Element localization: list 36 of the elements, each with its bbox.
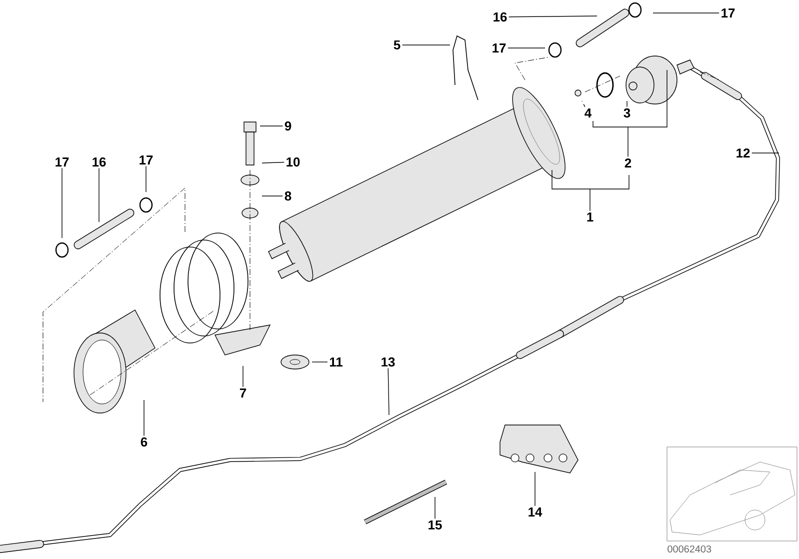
callout-number: 4 [584, 108, 592, 118]
callout-number: 6 [140, 437, 148, 447]
callout-number: 17 [722, 8, 735, 18]
callout-number: 1 [587, 212, 594, 222]
callout-number: 3 [624, 108, 630, 118]
callout-number: 5 [394, 40, 400, 50]
leader-line [652, 12, 720, 14]
callout-number: 17 [492, 44, 506, 52]
leader-line [582, 100, 586, 108]
leader-line [552, 170, 630, 212]
leader-line [592, 70, 668, 158]
callout-number: 14 [528, 508, 542, 516]
callout-number: 8 [284, 191, 292, 201]
callout-number: 12 [736, 148, 750, 158]
drawing-number: 00062403 [668, 545, 712, 552]
leader-line [402, 44, 450, 46]
callout-number: 9 [284, 121, 292, 131]
leader-line [98, 168, 100, 222]
leader-line [434, 496, 436, 520]
callout-number: 17 [140, 156, 153, 164]
callout-number: 2 [624, 158, 632, 168]
leader-line [626, 100, 628, 108]
callout-number: 13 [382, 357, 395, 367]
leader-line [388, 368, 390, 416]
callout-number: 16 [494, 12, 507, 22]
callout-number: 11 [330, 358, 342, 366]
callout-number: 15 [428, 520, 442, 530]
callout-number: 7 [240, 388, 246, 398]
leader-line [262, 162, 284, 164]
callout-number: 16 [92, 157, 106, 167]
leader-line [752, 152, 780, 154]
leader-line [534, 472, 536, 506]
leader-line [508, 16, 598, 18]
leader-line [242, 366, 244, 388]
callout-number: 10 [286, 157, 300, 167]
callout-number: 17 [56, 158, 69, 166]
